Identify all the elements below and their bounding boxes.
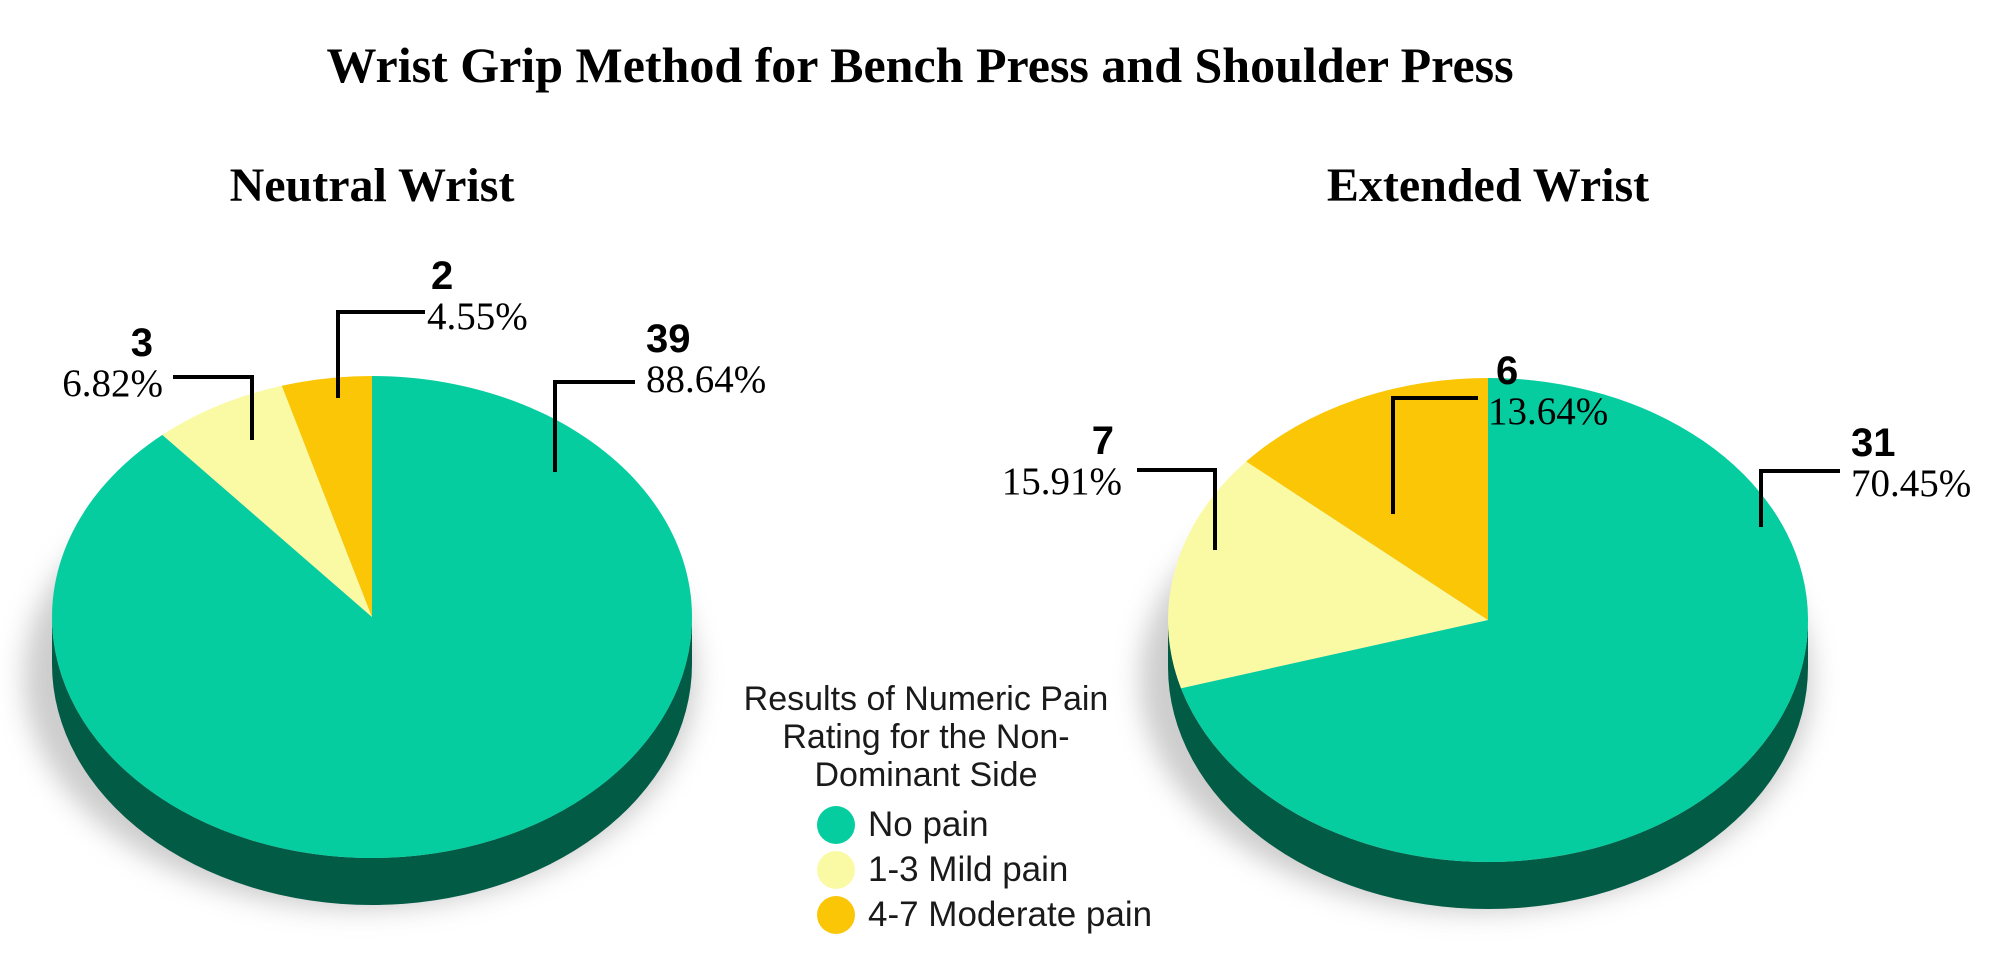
slice-count: 6 [1496, 349, 1519, 393]
leader-line [1137, 468, 1217, 550]
slice-percent: 13.64% [1488, 390, 1609, 433]
legend-swatch-no-pain-icon [817, 806, 855, 844]
slice-count: 2 [431, 254, 454, 298]
pie-title-extended-wrist: Extended Wrist [1326, 159, 1650, 212]
slice-count: 7 [1091, 419, 1114, 463]
legend-label: 1-3 Mild pain [868, 850, 1069, 889]
slice-percent: 6.82% [62, 362, 163, 405]
callout-neutral-mild-pain: 3 6.82% [62, 322, 163, 404]
legend-label: No pain [868, 805, 989, 844]
legend-title: Results of Numeric Pain Rating for the N… [740, 680, 1112, 794]
pie-title-neutral-wrist: Neutral Wrist [229, 159, 515, 212]
leader-line [336, 310, 425, 398]
pie-slice-1-3-mild-pain [162, 385, 372, 617]
legend-label: 4-7 Moderate pain [868, 895, 1153, 934]
slice-count: 31 [1851, 421, 1896, 465]
pie-side [52, 617, 692, 905]
slice-percent: 70.45% [1851, 462, 1972, 505]
legend-item-no-pain: No pain [817, 805, 1112, 844]
pie-slice-1-3-mild-pain [1168, 461, 1488, 689]
callout-extended-no-pain: 31 70.45% [1851, 422, 1971, 504]
pie-side [1168, 620, 1808, 909]
slice-count: 3 [130, 321, 153, 365]
legend-swatch-mild-pain-icon [817, 851, 855, 889]
leader-line [173, 375, 254, 440]
legend-item-mild-pain: 1-3 Mild pain [817, 850, 1112, 889]
legend-title-line: Rating for the Non- [782, 718, 1070, 756]
slice-percent: 4.55% [427, 295, 528, 338]
slice-percent: 88.64% [646, 358, 767, 401]
pie-slice-no-pain [52, 376, 693, 858]
pie-slice-4-7-moderate-pain [281, 376, 372, 617]
chart-title: Wrist Grip Method for Bench Press and Sh… [326, 37, 1514, 93]
slice-count: 39 [646, 317, 691, 361]
leader-line [1391, 396, 1478, 514]
leader-line [553, 380, 635, 472]
legend-swatch-moderate-pain-icon [817, 896, 855, 934]
legend-title-line: Results of Numeric Pain [743, 680, 1109, 718]
legend-items: No pain 1-3 Mild pain 4-7 Moderate pain [817, 805, 1152, 934]
legend-item-moderate-pain: 4-7 Moderate pain [817, 895, 1152, 934]
pie-slice-no-pain [1181, 378, 1809, 862]
callout-neutral-moderate-pain: 2 4.55% [427, 255, 528, 337]
legend-title-line: Dominant Side [814, 756, 1038, 794]
leader-line [1759, 469, 1840, 527]
callout-extended-mild-pain: 7 15.91% [1002, 420, 1122, 502]
pie-slice-4-7-moderate-pain [1246, 378, 1488, 620]
slice-percent: 15.91% [1001, 460, 1122, 503]
callout-neutral-no-pain: 39 88.64% [646, 318, 766, 400]
callout-extended-moderate-pain: 6 13.64% [1488, 350, 1608, 432]
legend: Results of Numeric Pain Rating for the N… [740, 680, 1152, 941]
